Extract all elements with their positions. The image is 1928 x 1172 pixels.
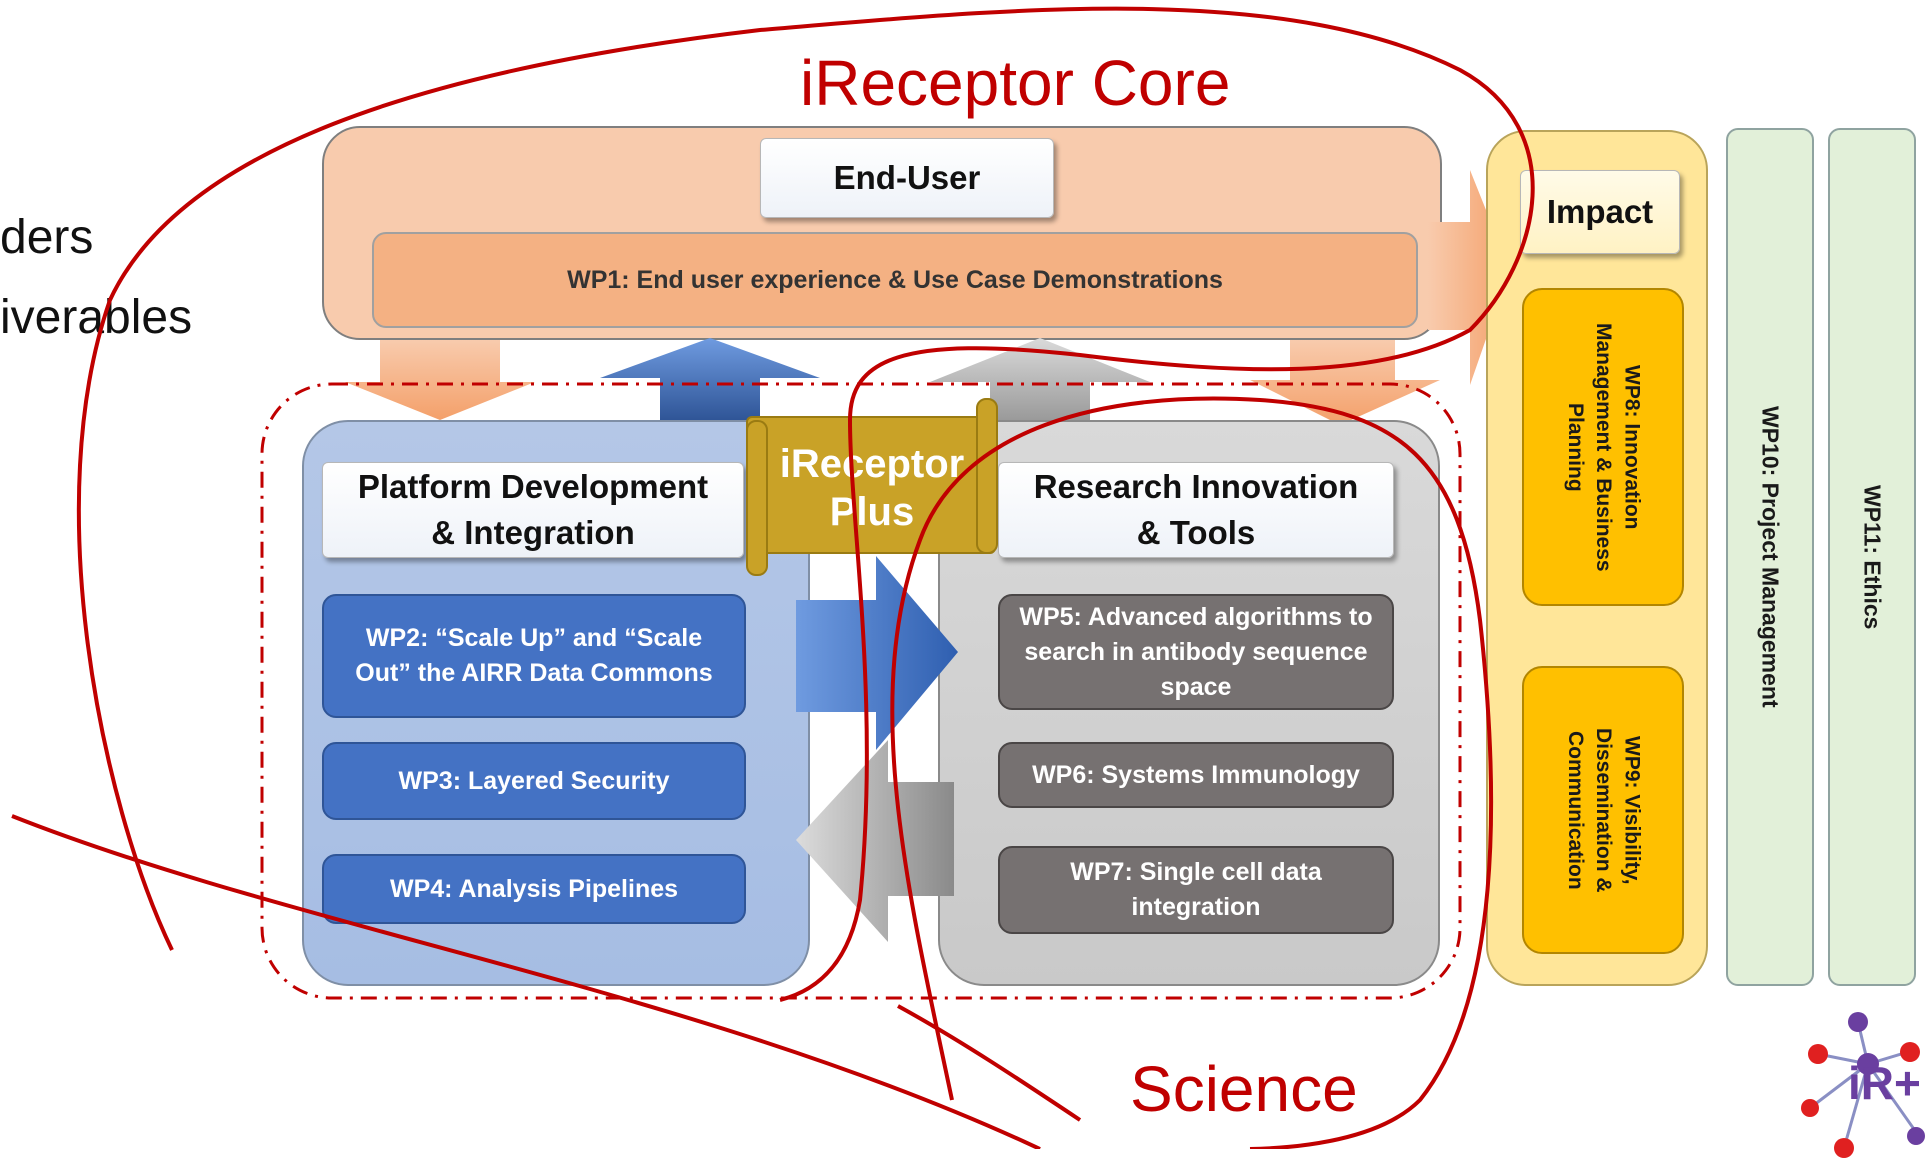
wp7-label: WP7: Single cell data integration <box>1070 858 1322 921</box>
wp5-label: WP5: Advanced algorithms to search in an… <box>1019 602 1373 701</box>
wp10-box[interactable]: WP10: Project Management <box>1726 128 1814 986</box>
wp8-label: WP8: Innovation Management & Business Pl… <box>1563 322 1644 572</box>
platform-title-line2: & Integration <box>431 514 635 551</box>
plus-banner-text: iReceptor Plus <box>768 426 976 550</box>
wp7-box[interactable]: WP7: Single cell data integration <box>998 846 1394 934</box>
wp5-box[interactable]: WP5: Advanced algorithms to search in an… <box>998 594 1394 710</box>
core-region-label: iReceptor Core <box>800 47 1231 119</box>
wp4-label: WP4: Analysis Pipelines <box>389 874 679 903</box>
wp4-box[interactable]: WP4: Analysis Pipelines <box>322 854 746 924</box>
wp10-label: WP10: Project Management <box>1757 406 1784 708</box>
plus-banner-line2: Plus <box>829 490 915 534</box>
wp6-box[interactable]: WP6: Systems Immunology <box>998 742 1394 808</box>
science-region-label: Science <box>1130 1053 1358 1125</box>
wp9-box[interactable]: WP9: Visibility, Dissemination & Communi… <box>1522 666 1684 954</box>
wp2-label: WP2: “Scale Up” and “Scale Out” the AIRR… <box>355 624 713 687</box>
wp11-box[interactable]: WP11: Ethics <box>1828 128 1916 986</box>
platform-title-line1: Platform Development <box>357 467 709 505</box>
wp2-box[interactable]: WP2: “Scale Up” and “Scale Out” the AIRR… <box>322 594 746 718</box>
research-title-line2: & Tools <box>1136 514 1256 551</box>
impact-card: Impact <box>1520 170 1680 254</box>
arrow-down-enduser-to-platform <box>345 340 535 420</box>
impact-title: Impact <box>1546 193 1654 230</box>
platform-title-card: Platform Development & Integration <box>322 462 744 558</box>
irplus-logo-text: iR+ <box>1848 1057 1921 1109</box>
research-title-card: Research Innovation & Tools <box>998 462 1394 558</box>
plus-banner-right-roll <box>976 398 998 554</box>
arrow-up-research-to-enduser <box>930 338 1150 420</box>
wp3-box[interactable]: WP3: Layered Security <box>322 742 746 820</box>
wp11-label: WP11: Ethics <box>1859 484 1886 630</box>
research-title-line1: Research Innovation <box>1033 467 1359 505</box>
wp9-label: WP9: Visibility, Dissemination & Communi… <box>1563 727 1644 893</box>
plus-banner-line1: iReceptor <box>779 442 965 486</box>
wp6-label: WP6: Systems Immunology <box>1032 760 1360 789</box>
arrow-up-platform-to-enduser <box>600 338 820 420</box>
wp3-label: WP3: Layered Security <box>398 766 670 795</box>
wp8-box[interactable]: WP8: Innovation Management & Business Pl… <box>1522 288 1684 606</box>
irplus-logo <box>1801 1012 1925 1158</box>
plus-banner-left-roll <box>746 420 768 576</box>
